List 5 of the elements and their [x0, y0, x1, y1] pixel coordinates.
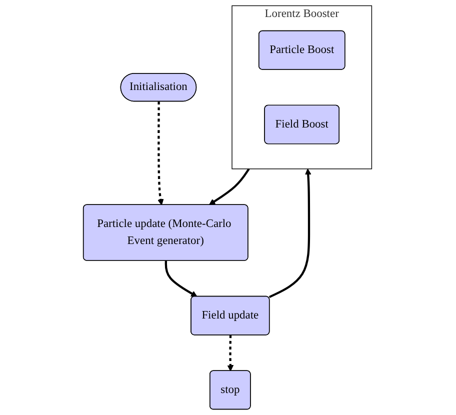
arrow	[210, 168, 250, 205]
arrow	[228, 335, 234, 372]
arrow	[158, 102, 164, 206]
arrow	[269, 168, 312, 298]
arrow	[165, 260, 198, 297]
